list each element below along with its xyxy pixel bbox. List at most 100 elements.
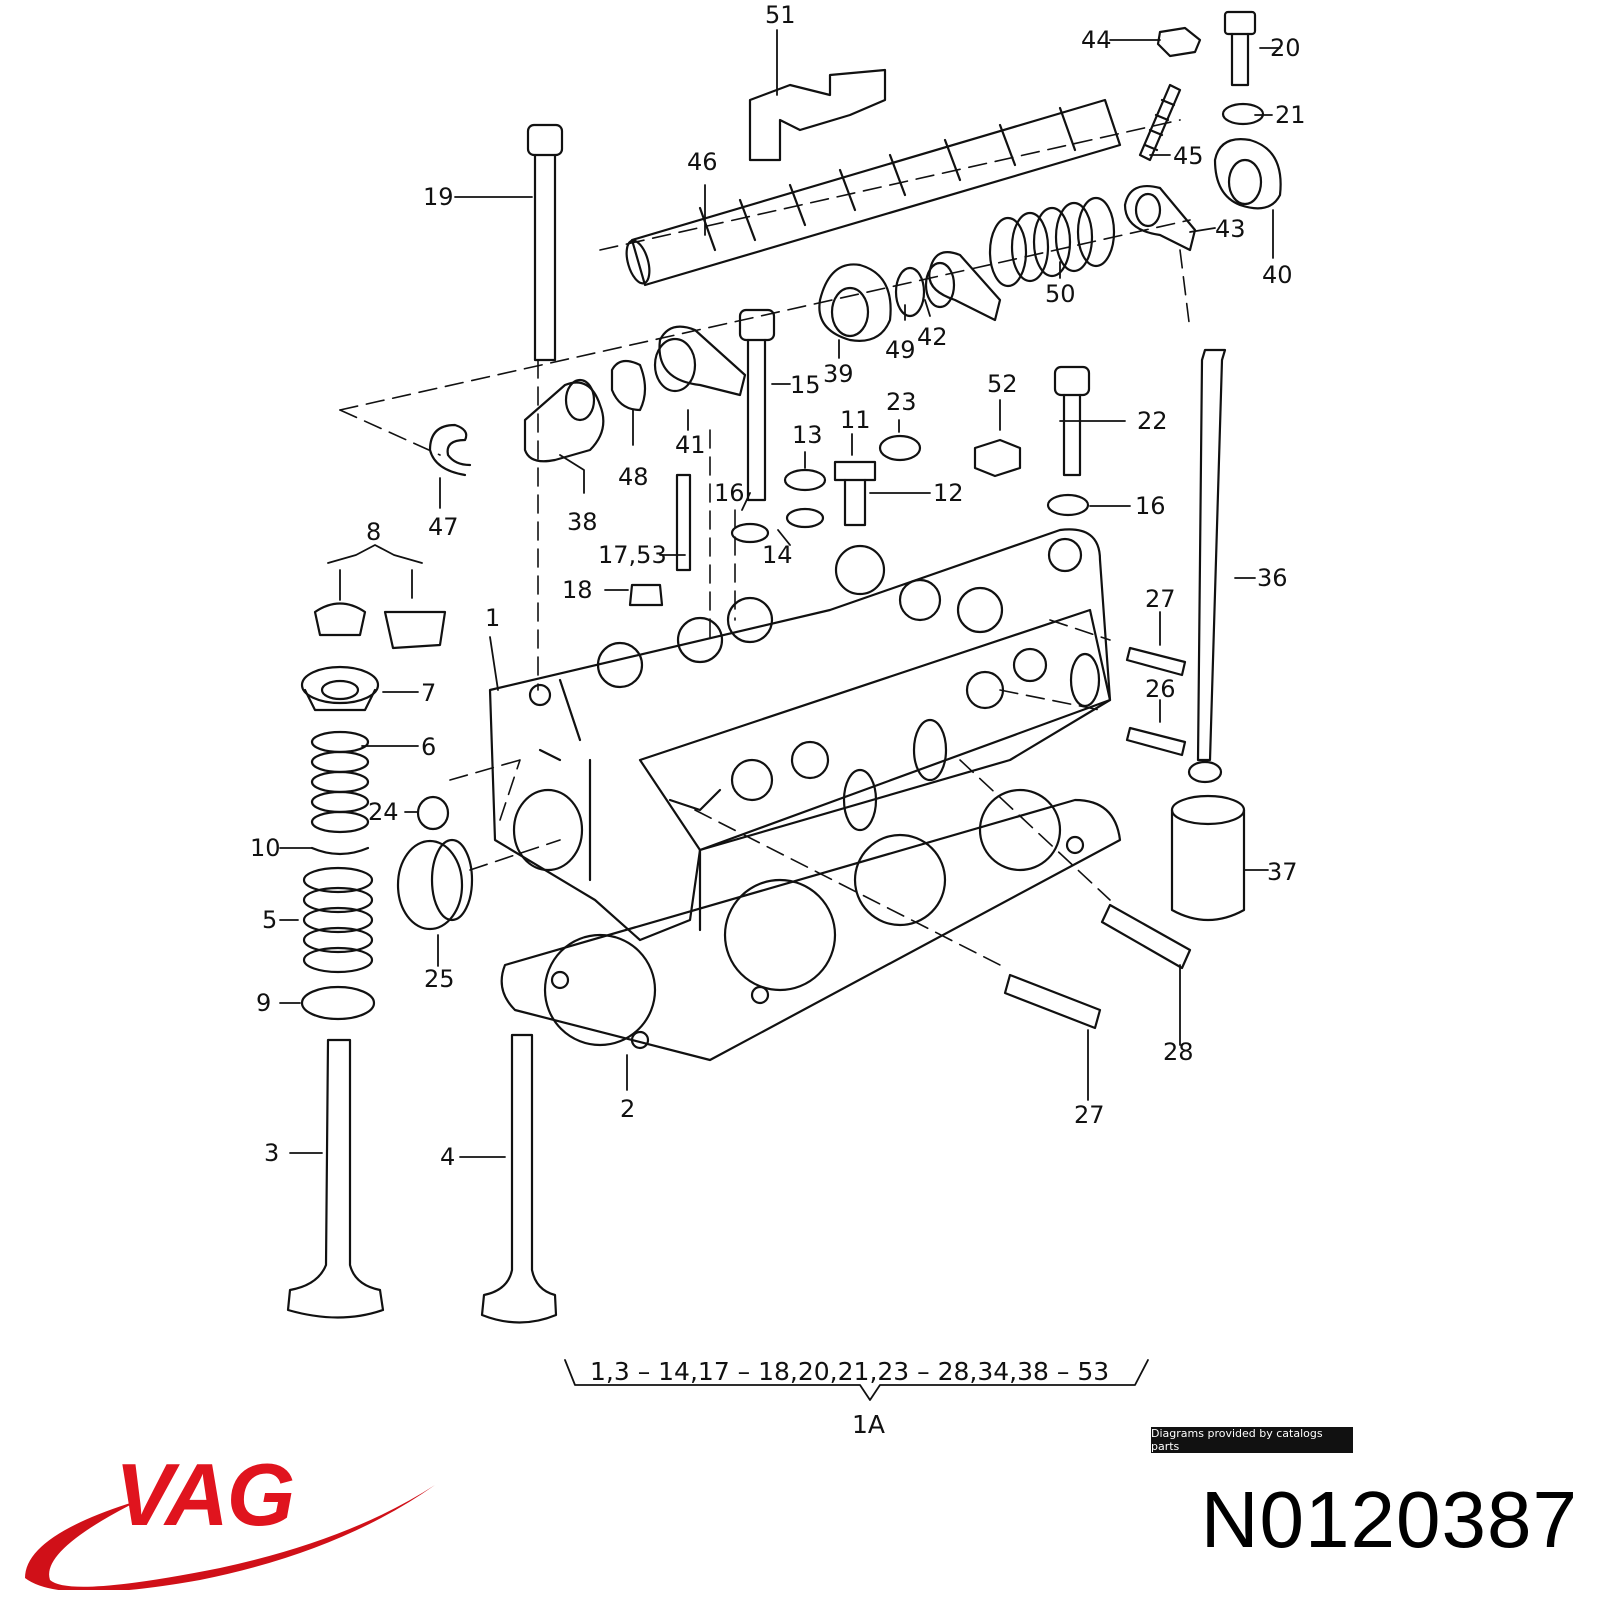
retaining-clip — [610, 359, 647, 412]
callout-43: 43 — [1215, 215, 1246, 243]
callout-5: 5 — [262, 906, 278, 934]
callout-39: 39 — [823, 360, 854, 388]
cylinder-head — [488, 528, 1112, 942]
callout-18: 18 — [562, 576, 593, 604]
callout-37: 37 — [1267, 858, 1298, 886]
callout-9: 9 — [256, 989, 272, 1017]
rocker-arm-42 — [894, 251, 1002, 322]
callout-45: 45 — [1173, 142, 1204, 170]
tappet — [1170, 794, 1246, 921]
group-range-label: 1,3 – 14,17 – 18,20,21,23 – 28,34,38 – 5… — [590, 1357, 1110, 1386]
callout-40: 40 — [1262, 261, 1293, 289]
callout-20: 20 — [1270, 34, 1301, 62]
camshaft — [625, 98, 1122, 287]
dowel-27b — [1003, 973, 1102, 1030]
dowel-28 — [1100, 903, 1192, 970]
callout-4: 4 — [440, 1143, 456, 1171]
plug — [628, 583, 664, 607]
washer — [1221, 102, 1265, 126]
small-spring — [1138, 83, 1182, 162]
exhaust-valve — [286, 1038, 385, 1319]
callout-38: 38 — [567, 508, 598, 536]
group-name-label: 1A — [852, 1410, 886, 1439]
sealing-cap — [396, 838, 474, 931]
camshaft-bracket — [748, 68, 887, 162]
logo-swoosh — [25, 1485, 435, 1590]
callout-23: 23 — [886, 388, 917, 416]
vag-logo: VAG — [25, 1445, 435, 1590]
bolt-22 — [1053, 365, 1091, 477]
spring-washer-9 — [300, 985, 376, 1021]
callout-36: 36 — [1257, 564, 1288, 592]
dowel-26 — [1125, 726, 1187, 757]
bolt-15 — [738, 308, 776, 502]
callout-3: 3 — [264, 1139, 280, 1167]
callout-28: 28 — [1163, 1038, 1194, 1066]
callout-21: 21 — [1275, 101, 1306, 129]
nut-52 — [973, 438, 1022, 478]
callout-48: 48 — [618, 463, 649, 491]
callout-41: 41 — [675, 431, 706, 459]
callout-19: 19 — [423, 183, 454, 211]
callout-44: 44 — [1081, 26, 1112, 54]
part-number: N0120387 — [1200, 1475, 1578, 1564]
valve-assembly-11 — [833, 460, 877, 527]
bolt-top — [1223, 10, 1257, 87]
long-bolt — [526, 123, 564, 362]
rocker-arm-41 — [653, 325, 747, 397]
washer-13 — [783, 468, 827, 492]
spring-clip — [428, 423, 472, 477]
pushrod — [1187, 348, 1227, 784]
callout-46: 46 — [687, 148, 718, 176]
group-bracket — [564, 1359, 1149, 1401]
rocker-spring — [988, 196, 1116, 288]
callout-11: 11 — [840, 406, 871, 434]
callout-17-53: 17,53 — [598, 541, 667, 569]
washer-16 — [730, 522, 770, 544]
spring-retainer — [300, 665, 380, 712]
callout-51: 51 — [765, 1, 796, 29]
callout-16b: 16 — [1135, 492, 1166, 520]
callout-12: 12 — [933, 479, 964, 507]
callout-26: 26 — [1145, 675, 1176, 703]
callout-24: 24 — [368, 798, 399, 826]
rocker-bracket — [1213, 138, 1282, 210]
callout-15: 15 — [790, 371, 821, 399]
callout-42: 42 — [917, 323, 948, 351]
stud — [675, 473, 692, 572]
inner-valve-spring — [310, 730, 370, 834]
callout-8: 8 — [366, 518, 382, 546]
callout-1: 1 — [485, 604, 501, 632]
washer-16b — [1046, 493, 1090, 517]
callout-50: 50 — [1045, 280, 1076, 308]
callout-13: 13 — [792, 421, 823, 449]
shaft-bracket-38 — [523, 378, 605, 463]
callout-22: 22 — [1137, 407, 1168, 435]
shaft-support — [818, 263, 892, 342]
valve-keepers — [313, 602, 447, 650]
callout-47: 47 — [428, 513, 459, 541]
callout-10: 10 — [250, 834, 281, 862]
callout-6: 6 — [421, 733, 437, 761]
hex-nut — [1156, 26, 1202, 58]
callout-27b: 27 — [1074, 1101, 1105, 1129]
callout-27a: 27 — [1145, 585, 1176, 613]
callout-7: 7 — [421, 679, 437, 707]
logo-text: VAG — [115, 1445, 293, 1544]
seal-23 — [878, 434, 922, 462]
callout-2: 2 — [620, 1095, 636, 1123]
callout-25: 25 — [424, 965, 455, 993]
plug-24 — [416, 795, 450, 831]
callout-52: 52 — [987, 370, 1018, 398]
spring-seat-10 — [310, 846, 370, 856]
callout-14: 14 — [762, 541, 793, 569]
head-gasket — [500, 788, 1122, 1062]
credit-badge: Diagrams provided by catalogs parts — [1151, 1427, 1353, 1453]
washer-14 — [785, 507, 825, 529]
callout-16a: 16 — [714, 479, 745, 507]
rocker-arm — [1123, 184, 1197, 252]
dowel-27a — [1125, 646, 1187, 677]
outer-valve-spring — [302, 866, 374, 974]
